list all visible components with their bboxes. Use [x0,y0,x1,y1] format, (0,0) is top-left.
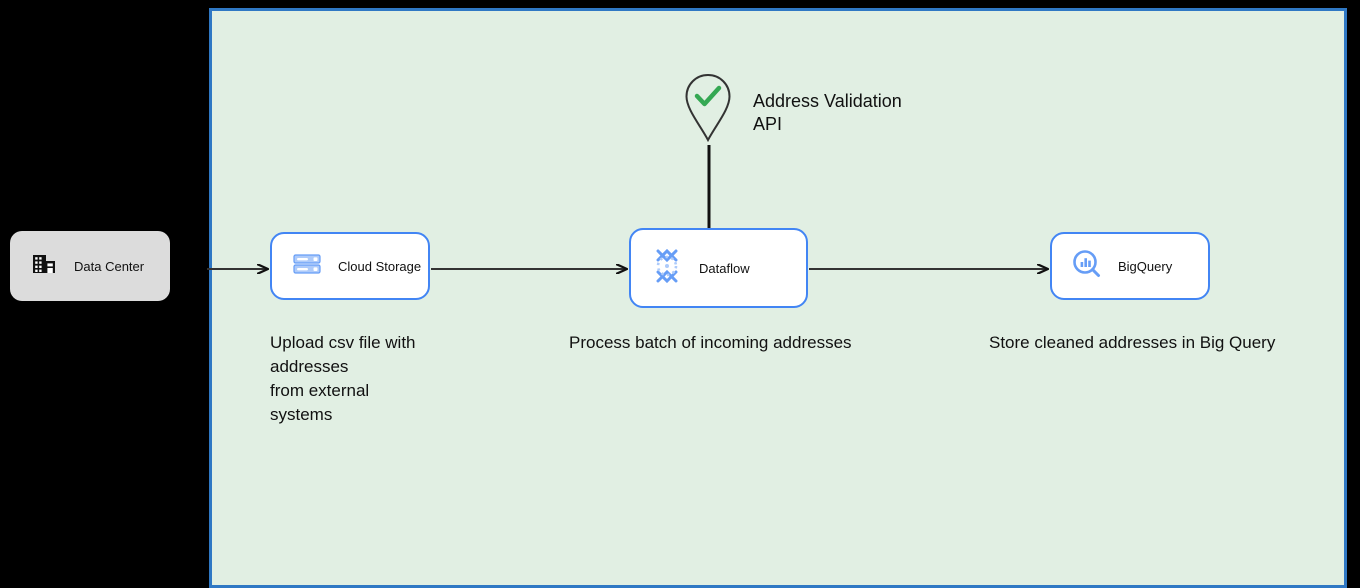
map-pin-check-icon [683,72,733,149]
address-validation-api-label: Address Validation API [753,91,902,134]
dataflow-icon [651,248,683,288]
bigquery-icon [1072,249,1102,284]
dataflow-label: Dataflow [699,260,750,276]
dataflow-caption: Process batch of incoming addresses [569,333,852,352]
bigquery-caption: Store cleaned addresses in Big Query [989,333,1276,352]
bigquery-node[interactable]: BigQuery [1050,232,1210,300]
cloud-storage-icon [292,249,322,284]
datacenter-node[interactable]: Data Center [10,231,170,301]
bigquery-label: BigQuery [1118,258,1173,274]
address-validation-api-node[interactable]: Address Validation API [683,72,902,149]
data-center-icon [30,250,58,283]
datacenter-label: Data Center [74,258,145,274]
cloud-storage-node[interactable]: Cloud Storage [270,232,430,300]
dataflow-node[interactable]: Dataflow [629,228,808,308]
cloud-storage-caption: Upload csv file with addresses from exte… [270,333,416,424]
cloud-storage-label: Cloud Storage [338,258,422,274]
